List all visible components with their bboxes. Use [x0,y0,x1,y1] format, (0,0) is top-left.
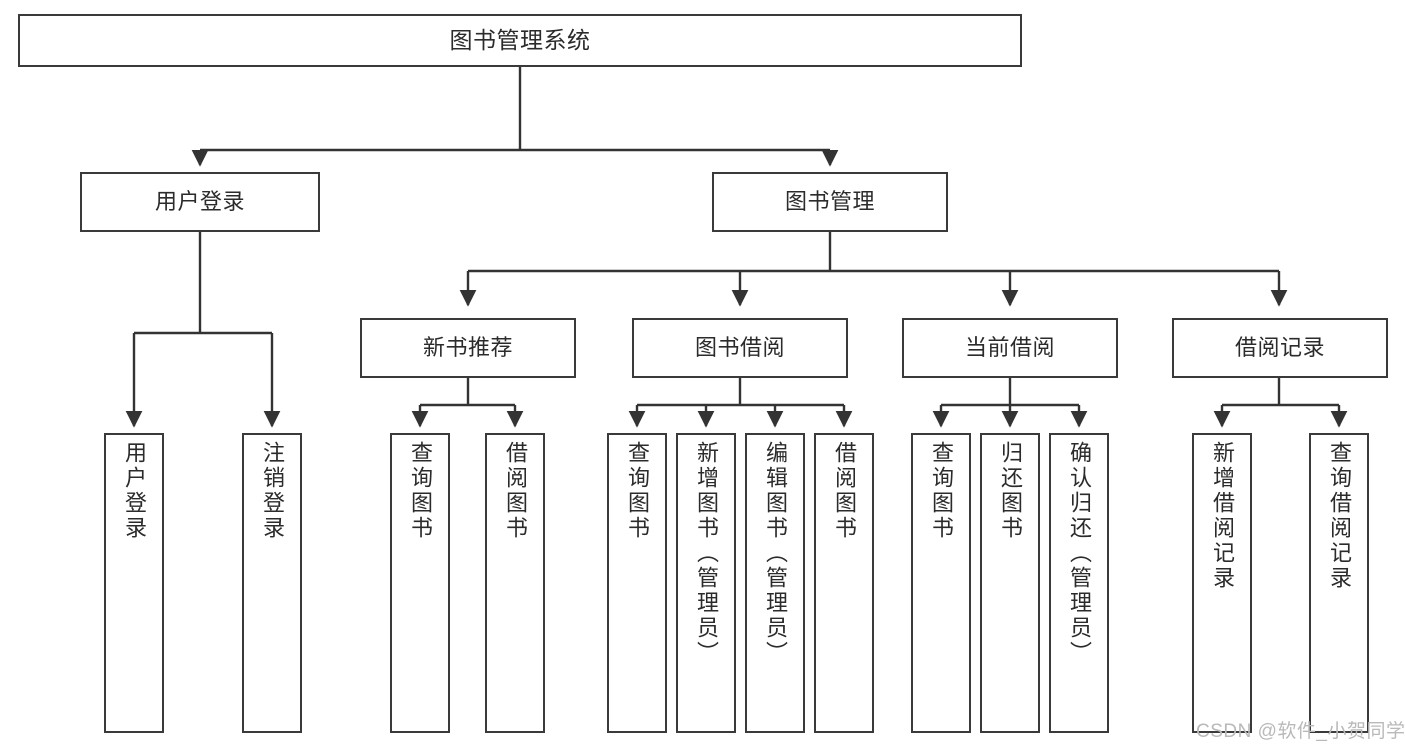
leaf-query-borrow-record[interactable]: 查询借阅记录 [1309,433,1369,733]
node-label: 用户登录 [154,189,245,215]
node-label: 图书借阅 [694,335,785,361]
leaf-return-book[interactable]: 归还图书 [980,433,1040,733]
node-label: 查询图书 [625,441,650,541]
leaf-edit-book-admin[interactable]: 编辑图书（管理员） [745,433,805,733]
node-label: 查询借阅记录 [1327,441,1352,591]
node-label: 确认归还（管理员） [1067,441,1092,666]
node-new-book-recommend[interactable]: 新书推荐 [360,318,576,378]
leaf-query-book-recommend[interactable]: 查询图书 [390,433,450,733]
leaf-user-login[interactable]: 用户登录 [104,433,164,733]
node-book-management[interactable]: 图书管理 [712,172,948,232]
node-label: 查询图书 [929,441,954,541]
node-label: 借阅图书 [832,441,857,541]
node-label: 借阅图书 [503,441,528,541]
node-label: 归还图书 [998,441,1023,541]
watermark-text: CSDN @软件_小贺同学 [1196,721,1405,742]
leaf-logout-login[interactable]: 注销登录 [242,433,302,733]
node-label: 新书推荐 [422,335,513,361]
node-root-book-management-system[interactable]: 图书管理系统 [18,14,1022,67]
node-user-login[interactable]: 用户登录 [80,172,320,232]
node-label: 用户登录 [122,441,147,541]
node-label: 借阅记录 [1234,335,1325,361]
node-label: 查询图书 [408,441,433,541]
node-book-borrow[interactable]: 图书借阅 [632,318,848,378]
leaf-add-borrow-record[interactable]: 新增借阅记录 [1192,433,1252,733]
node-label: 当前借阅 [964,335,1055,361]
node-label: 图书管理 [784,189,875,215]
node-label: 新增图书（管理员） [694,441,719,666]
node-current-borrow[interactable]: 当前借阅 [902,318,1118,378]
node-label: 新增借阅记录 [1210,441,1235,591]
node-borrow-record[interactable]: 借阅记录 [1172,318,1388,378]
node-label: 注销登录 [260,441,285,541]
node-label: 图书管理系统 [449,26,591,53]
node-label: 编辑图书（管理员） [763,441,788,666]
leaf-query-book-current[interactable]: 查询图书 [911,433,971,733]
leaf-confirm-return-admin[interactable]: 确认归还（管理员） [1049,433,1109,733]
leaf-add-book-admin[interactable]: 新增图书（管理员） [676,433,736,733]
leaf-query-book-borrow[interactable]: 查询图书 [607,433,667,733]
leaf-borrow-book-recommend[interactable]: 借阅图书 [485,433,545,733]
leaf-borrow-book[interactable]: 借阅图书 [814,433,874,733]
